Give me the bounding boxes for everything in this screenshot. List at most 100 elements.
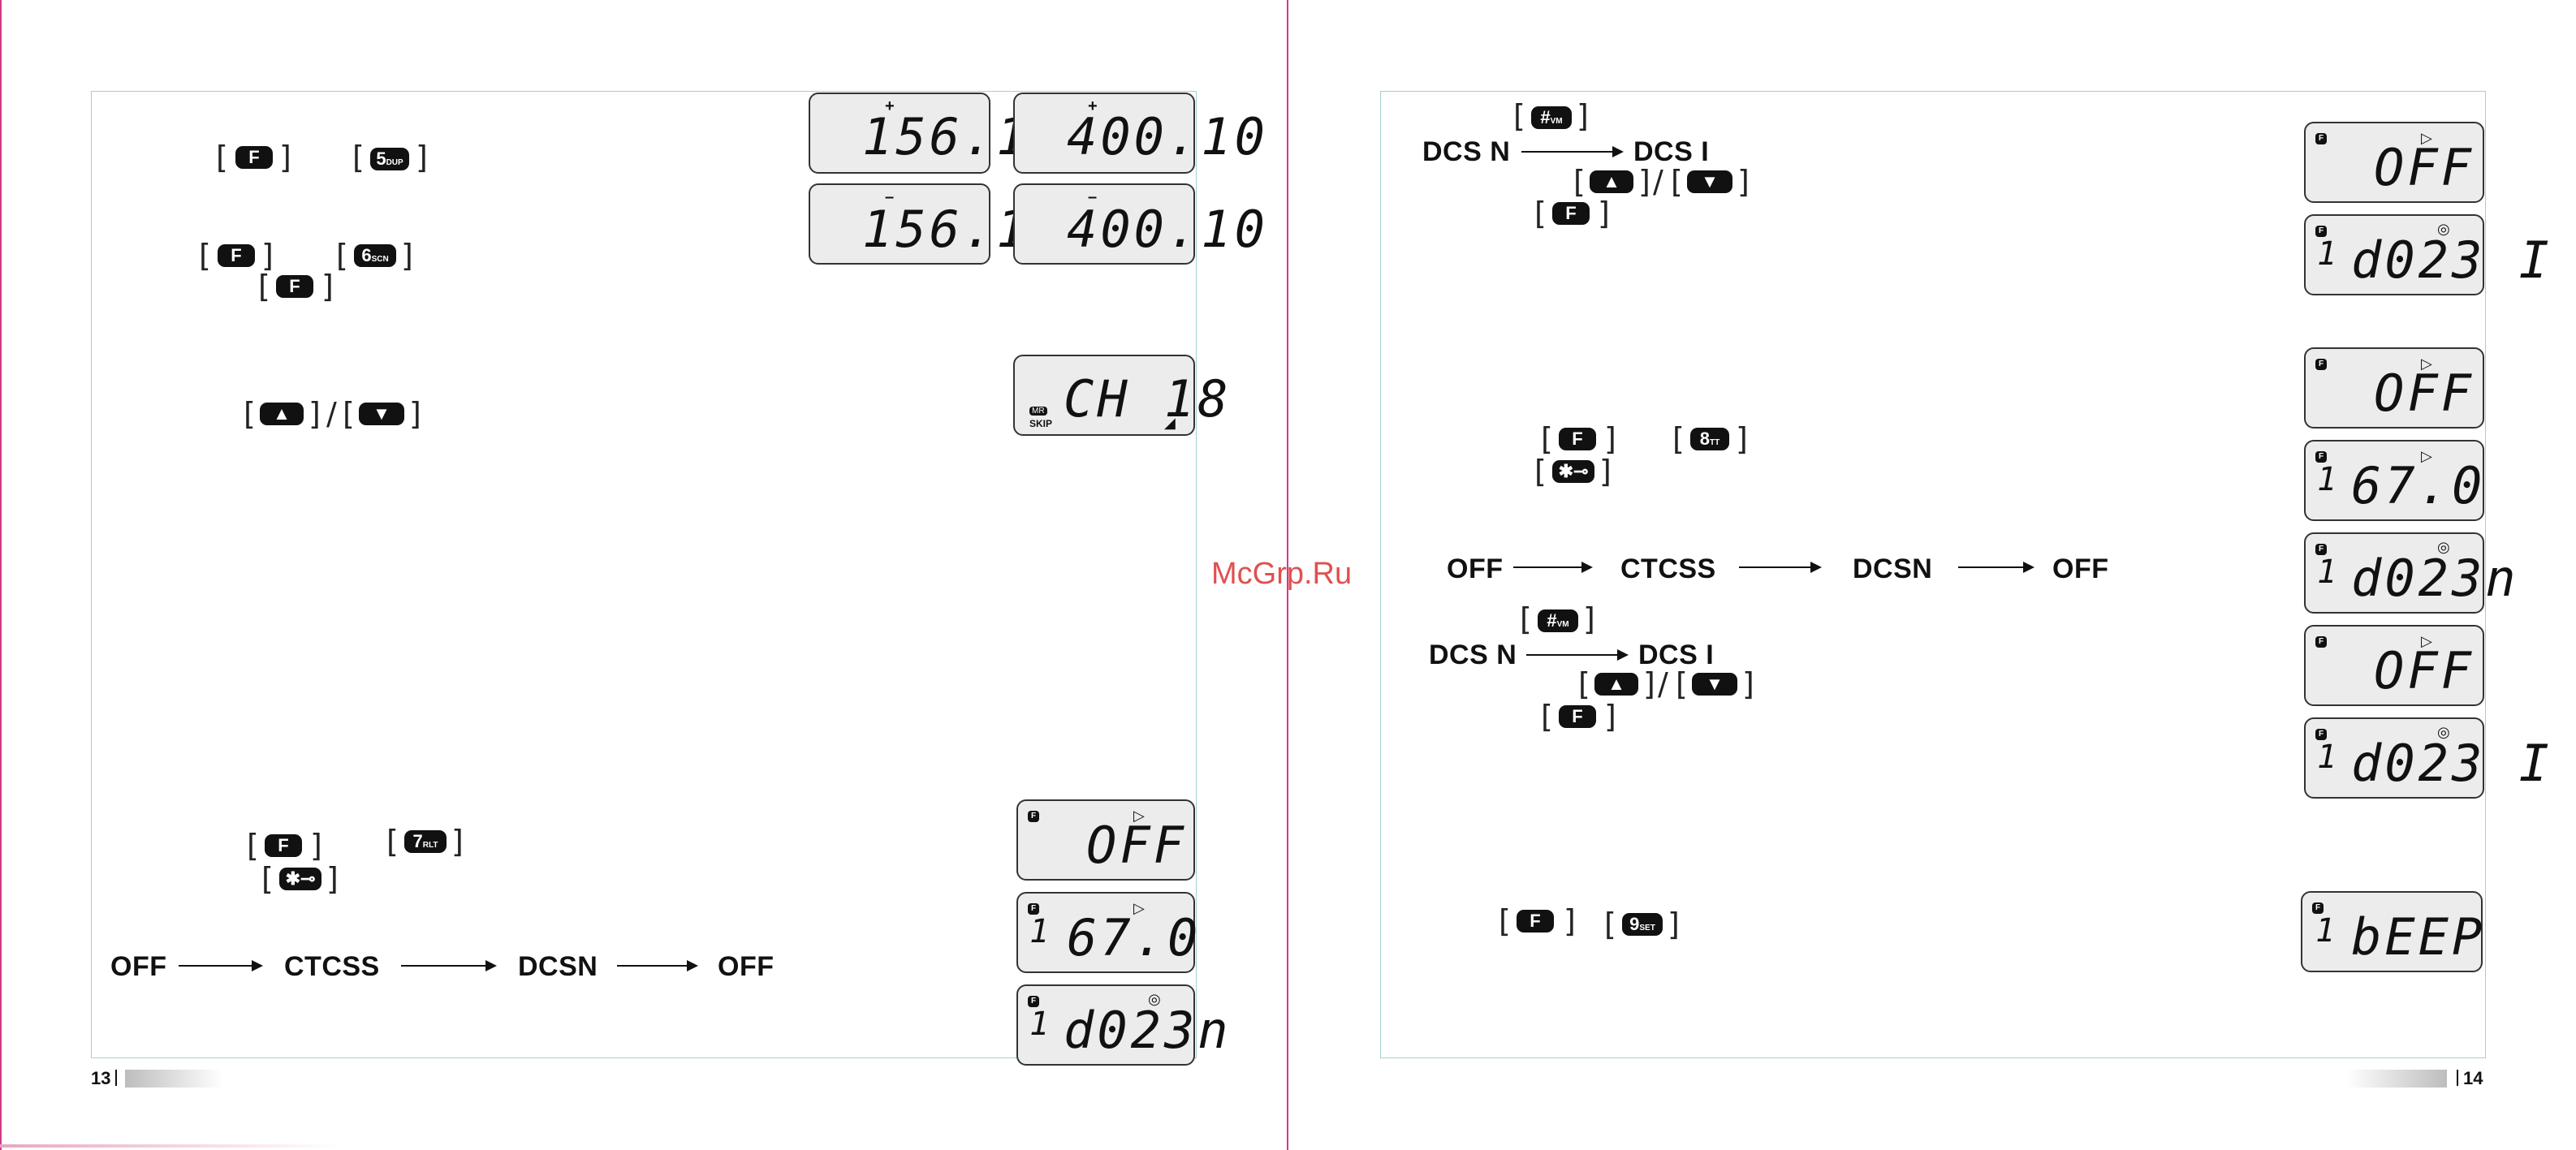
flow-arrow bbox=[1513, 562, 1593, 573]
skip-indicator: SKIP bbox=[1029, 418, 1053, 429]
bracket: ] bbox=[409, 396, 421, 432]
rlt-key: 7RLT bbox=[404, 830, 447, 853]
bracket: [ bbox=[1676, 666, 1688, 702]
dcs-icon: ◎ bbox=[2437, 724, 2450, 740]
right-page-frame bbox=[1380, 91, 2486, 1058]
lcd-display: F ◎ 1 d023n bbox=[2304, 532, 2516, 614]
bracket: [ bbox=[247, 828, 259, 864]
lcd-value: OFF bbox=[2374, 138, 2475, 197]
bracket: [ bbox=[1672, 421, 1685, 457]
page-bar bbox=[2346, 1070, 2447, 1088]
set-key: 9SET bbox=[1622, 913, 1663, 936]
flow-arrow bbox=[1958, 562, 2034, 573]
page-number-divider bbox=[2457, 1070, 2458, 1086]
vm-key: #VM bbox=[1531, 106, 1572, 129]
bracket: [ bbox=[386, 824, 399, 859]
offset-sign: – bbox=[1088, 188, 1098, 206]
up-key: ▲ bbox=[1590, 170, 1633, 193]
bracket: ] bbox=[1736, 421, 1748, 457]
flow-step: DCSN bbox=[1853, 553, 1933, 584]
lcd-digit: 1 bbox=[1029, 913, 1050, 950]
bottom-strip bbox=[0, 1144, 341, 1148]
bracket: [ bbox=[1499, 903, 1511, 939]
page-number: 13 bbox=[91, 1068, 111, 1088]
flow-arrow bbox=[1739, 562, 1822, 573]
lcd-digit: 1 bbox=[1029, 1006, 1050, 1043]
lcd-digit: 1 bbox=[2317, 235, 2337, 273]
bracket: ] bbox=[1742, 666, 1754, 702]
lcd-display: F ▷ OFF bbox=[1016, 799, 1195, 881]
up-key: ▲ bbox=[1594, 673, 1638, 696]
bracket: [ bbox=[216, 140, 228, 175]
bracket: [ bbox=[1604, 907, 1616, 942]
function-indicator: F bbox=[2312, 902, 2324, 914]
scn-key: 6SCN bbox=[354, 244, 396, 267]
tone-icon: ▷ bbox=[1133, 900, 1145, 916]
bracket: [ bbox=[1671, 164, 1683, 200]
lcd-digit: 1 bbox=[2315, 912, 2336, 950]
page-bar bbox=[125, 1070, 222, 1088]
flow-step: CTCSS bbox=[284, 951, 380, 982]
bracket: [ bbox=[1534, 454, 1547, 489]
flow-step: OFF bbox=[2052, 553, 2109, 584]
f-key: F bbox=[1517, 910, 1554, 932]
tone-icon: ▷ bbox=[2421, 633, 2432, 649]
lock-key: ✱⊸ bbox=[279, 868, 321, 890]
function-indicator: F bbox=[2315, 544, 2327, 555]
lcd-value: OFF bbox=[1086, 816, 1187, 875]
watermark: McGrp.Ru bbox=[1211, 557, 1353, 591]
lcd-display: – 156.10 bbox=[809, 183, 1060, 265]
offset-sign: + bbox=[1088, 97, 1098, 115]
function-indicator: F bbox=[2315, 636, 2327, 648]
dcs-from: DCS N bbox=[1422, 136, 1511, 167]
lcd-value: d023 I bbox=[2351, 734, 2552, 793]
slash: / bbox=[1653, 164, 1663, 200]
lcd-value: d023n bbox=[2351, 549, 2519, 608]
dcs-icon: ◎ bbox=[2437, 539, 2450, 555]
lcd-value: d023 I bbox=[2351, 230, 2552, 290]
up-key: ▲ bbox=[260, 403, 304, 425]
flow-arrow bbox=[401, 960, 497, 971]
lcd-value: 67.0 bbox=[2351, 456, 2486, 515]
bracket: ] bbox=[321, 269, 334, 304]
bracket: ] bbox=[451, 824, 464, 859]
tone-icon: ▷ bbox=[2421, 355, 2432, 372]
lcd-value: d023n bbox=[1064, 1001, 1232, 1060]
page-number: 14 bbox=[2463, 1068, 2483, 1088]
flow-step: OFF bbox=[110, 951, 167, 982]
tone-icon: ▷ bbox=[2421, 448, 2432, 464]
f-key: F bbox=[218, 244, 255, 267]
bracket: ] bbox=[1604, 421, 1616, 457]
lcd-value: 400.10 bbox=[1067, 107, 1268, 166]
dcs-arrow bbox=[1521, 146, 1624, 157]
lcd-display: F ▷ OFF bbox=[2304, 347, 2484, 429]
lcd-display: F ◎ 1 d023 I bbox=[2304, 717, 2549, 799]
down-key: ▼ bbox=[1687, 170, 1732, 193]
bracket: [ bbox=[258, 269, 270, 304]
flow-step: OFF bbox=[718, 951, 775, 982]
bracket: ] bbox=[1583, 601, 1595, 637]
f-key: F bbox=[235, 146, 273, 169]
f-key: F bbox=[1559, 428, 1596, 450]
lcd-value: OFF bbox=[2374, 641, 2475, 700]
bracket: [ bbox=[336, 238, 348, 274]
f-key: F bbox=[1559, 705, 1596, 728]
bracket: [ bbox=[1573, 164, 1586, 200]
bracket: ] bbox=[1638, 164, 1650, 200]
mr-indicator: MR bbox=[1029, 407, 1047, 416]
f-key: F bbox=[276, 275, 313, 298]
function-indicator: F bbox=[2315, 359, 2327, 370]
flow-arrow bbox=[617, 960, 698, 971]
bracket: ] bbox=[401, 238, 413, 274]
dcs-arrow bbox=[1526, 649, 1629, 661]
bracket: ] bbox=[1737, 164, 1750, 200]
tone-icon: ▷ bbox=[2421, 130, 2432, 146]
function-indicator: F bbox=[2315, 451, 2327, 463]
lcd-display: F ◎ 1 d023 I bbox=[2304, 214, 2549, 295]
page-number-divider bbox=[115, 1070, 117, 1086]
tone-icon: ▷ bbox=[1133, 808, 1145, 824]
offset-sign: + bbox=[885, 97, 895, 115]
bracket: ] bbox=[1598, 196, 1610, 231]
bracket: ] bbox=[309, 396, 321, 432]
dcs-to: DCS I bbox=[1633, 136, 1710, 167]
